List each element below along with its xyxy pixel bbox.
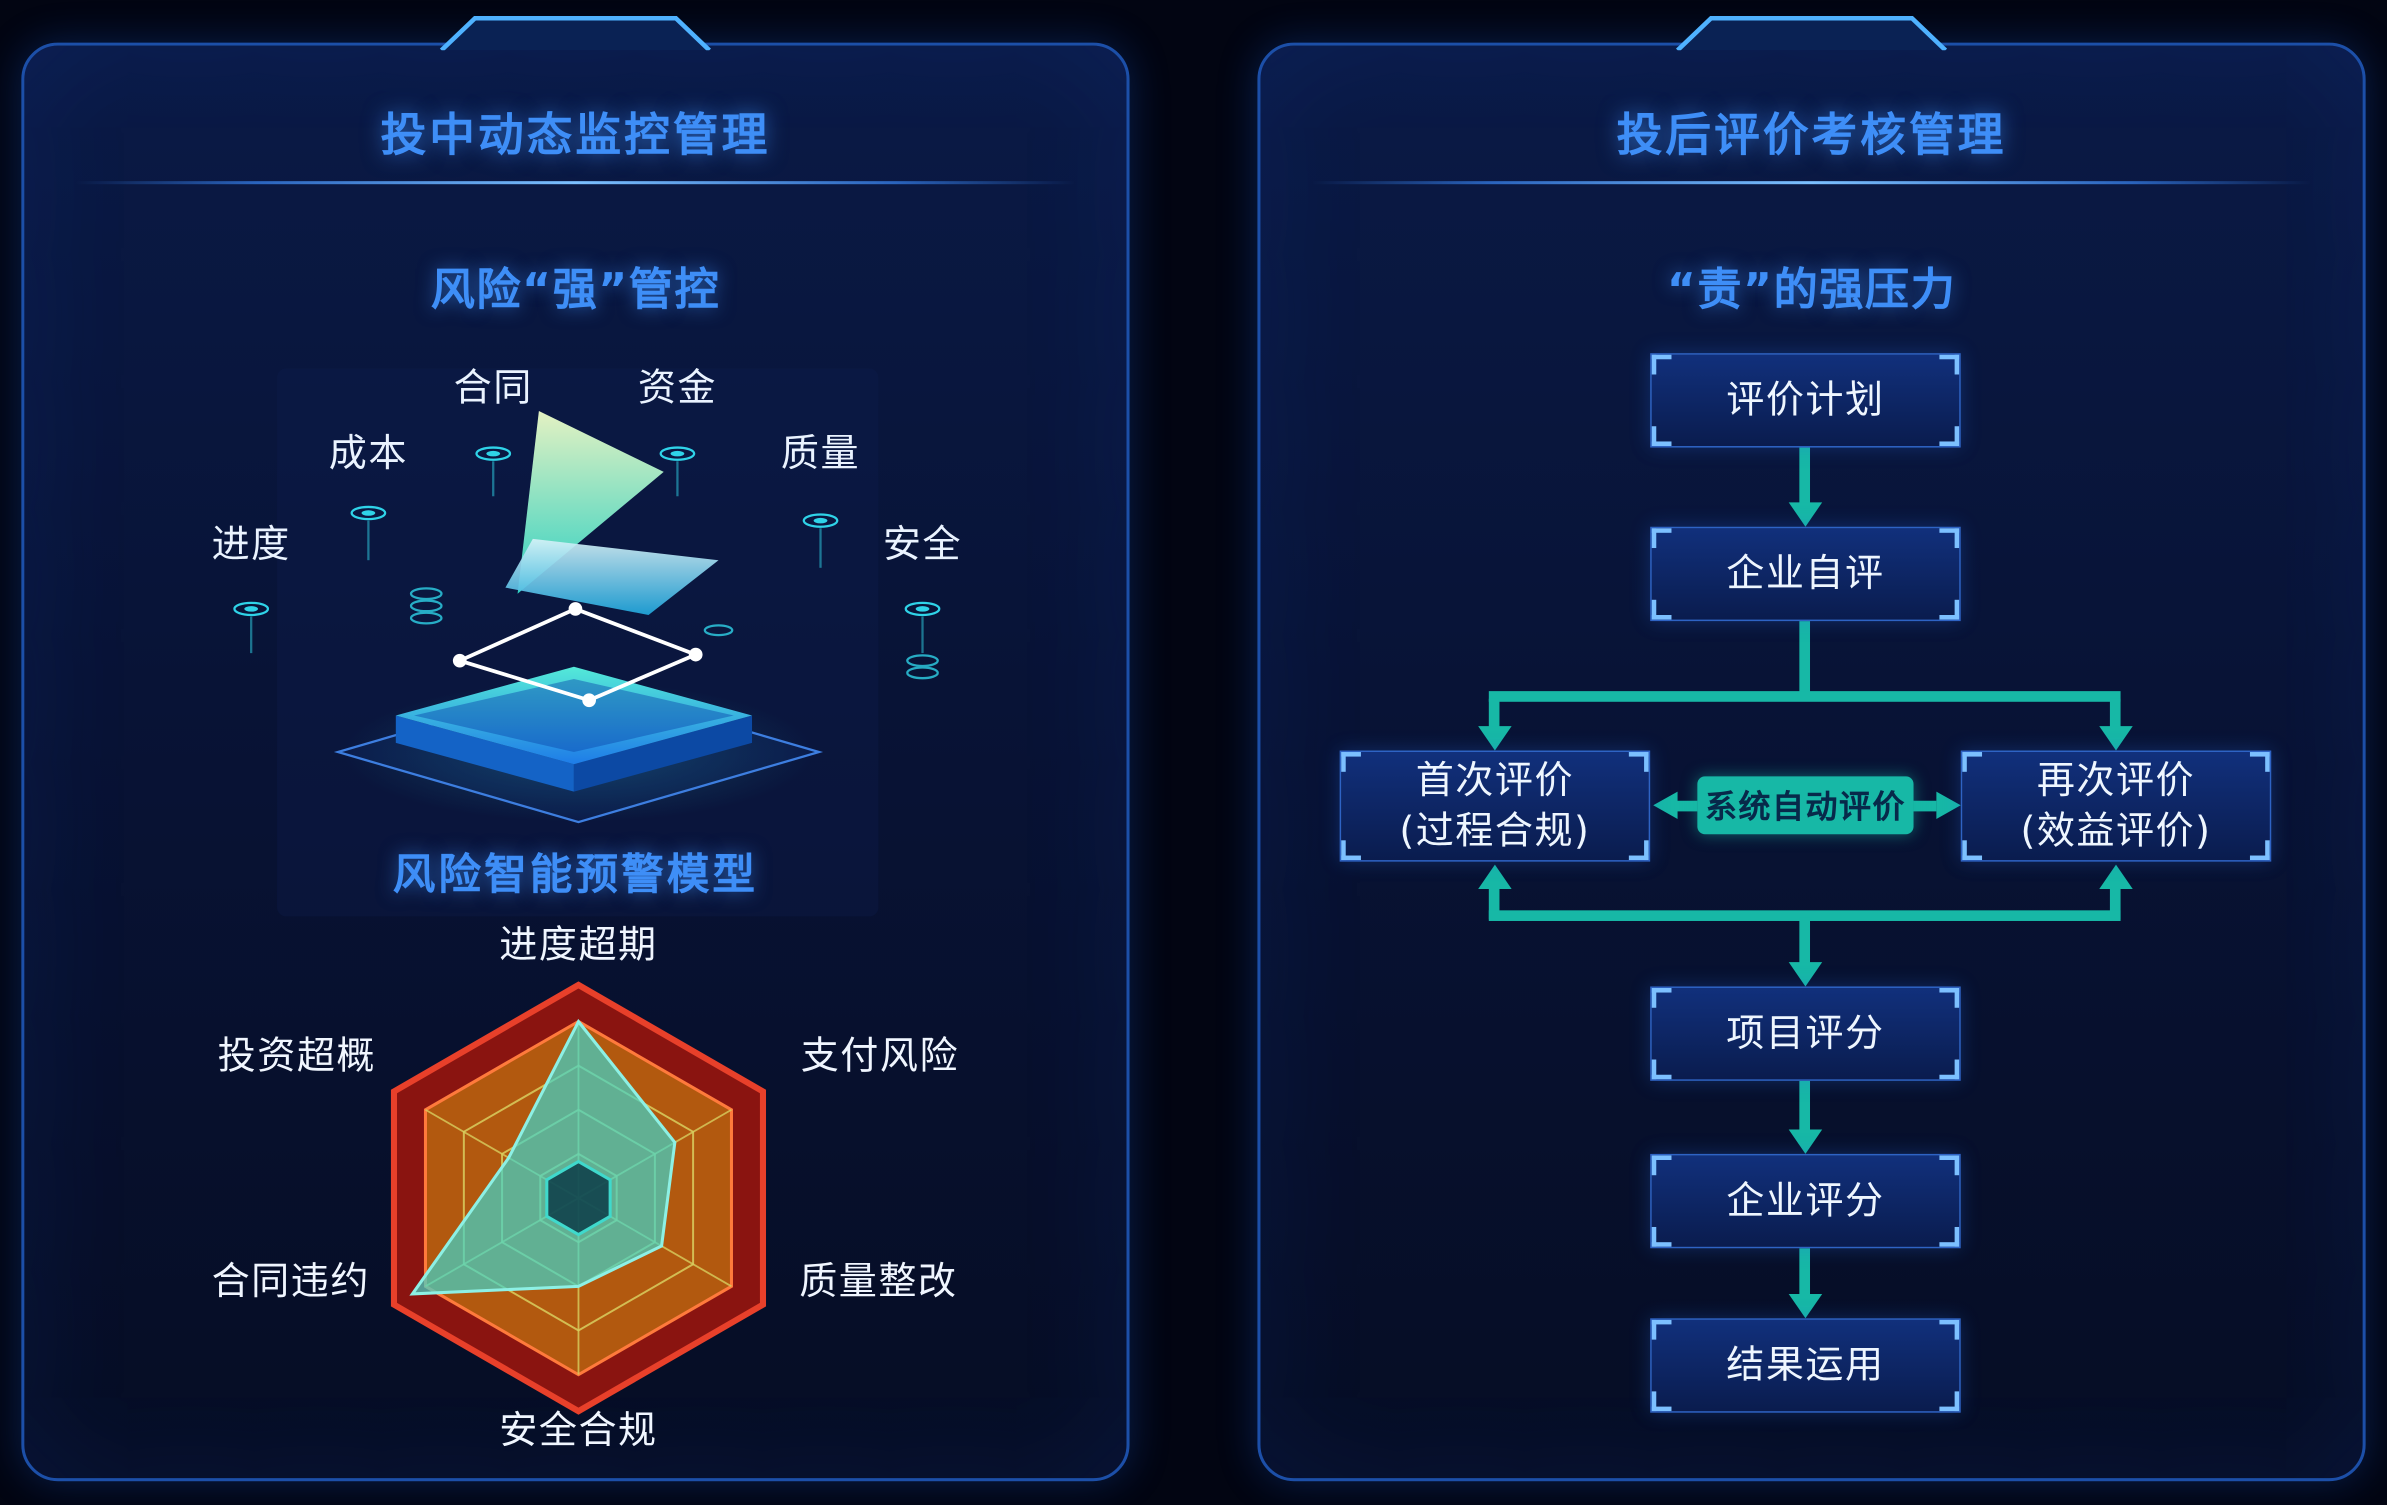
panel-post-investment-evaluation: 投后评价考核管理 “责”的强压力 评价计划 企业自评 首次评价 (过程合规) 再… (1257, 15, 2366, 1482)
panel-top-notch-icon (1665, 14, 1957, 52)
arrowhead-up-icon (2099, 864, 2133, 890)
risk-label-contract: 合同 (453, 365, 533, 410)
sail-lower-icon (505, 538, 719, 616)
arrowhead-down-icon (1788, 1293, 1823, 1319)
auto-evaluation-badge: 系统自动评价 (1697, 776, 1914, 835)
left-panel-title: 投中动态监控管理 (380, 109, 771, 163)
arrow-collect-right (2109, 885, 2121, 920)
signal-ring-cores (244, 450, 930, 612)
split-bar (1488, 691, 2121, 702)
risk-label-quality: 质量 (780, 430, 861, 475)
arrow-split-to-first (1488, 698, 1500, 730)
risk-control-subtitle: 风险“强”管控 (430, 263, 721, 316)
arrowhead-down-icon (1788, 502, 1823, 527)
platform-side-left (395, 715, 574, 792)
arrow-collect-left (1488, 885, 1500, 920)
arrowhead-down-icon (1788, 962, 1823, 987)
arrowhead-down-icon (1478, 726, 1512, 751)
left-title-divider (76, 181, 1075, 185)
panel-top-notch-icon (429, 14, 721, 52)
flow-box-enterprise-score: 企业评分 (1650, 1153, 1961, 1249)
platform-top (395, 666, 753, 765)
arrowhead-down-icon (2099, 726, 2133, 751)
radar-label-contract-breach: 合同违约 (211, 1258, 370, 1304)
node-graph-dots (452, 602, 703, 708)
flow-box-evaluation-plan: 评价计划 (1650, 353, 1961, 448)
radar-label-investment-overrun: 投资超概 (217, 1033, 377, 1078)
arrowhead-left-icon (1653, 791, 1678, 819)
platform-side-right (573, 715, 753, 792)
risk-label-safety: 安全 (882, 522, 963, 567)
risk-label-funds: 资金 (637, 365, 718, 410)
radar-label-safety-compliance: 安全合规 (499, 1408, 658, 1453)
right-panel-title: 投后评价考核管理 (1616, 109, 2007, 163)
risk-radar-chart (390, 981, 767, 1415)
flow-box-second-evaluation: 再次评价 (效益评价) (1960, 750, 2272, 862)
risk-label-cost: 成本 (328, 430, 408, 475)
arrow-plan-to-self (1799, 447, 1811, 506)
arrow-collect-to-project (1799, 917, 1811, 966)
radar-label-payment-risk: 支付风险 (800, 1033, 960, 1078)
arrow-self-to-split (1799, 621, 1811, 695)
arrow-auto-to-second (1913, 800, 1937, 812)
radar-chart-title: 风险智能预警模型 (392, 849, 759, 900)
arrow-auto-to-first (1674, 800, 1698, 812)
panel-mid-investment-monitoring: 投中动态监控管理 风险“强”管控 (21, 15, 1130, 1482)
arrow-project-to-enterprise (1799, 1080, 1811, 1133)
flow-box-result-application: 结果运用 (1650, 1318, 1961, 1413)
flow-box-first-evaluation: 首次评价 (过程合规) (1339, 750, 1651, 862)
arrowhead-down-icon (1788, 1129, 1823, 1154)
signal-ring-icons (233, 446, 941, 680)
risk-control-illustration (233, 368, 941, 917)
right-title-divider (1312, 181, 2311, 185)
risk-label-progress: 进度 (211, 522, 291, 567)
arrow-enterprise-to-result (1799, 1248, 1811, 1297)
radar-label-schedule-overdue: 进度超期 (499, 922, 658, 967)
arrowhead-right-icon (1936, 791, 1961, 819)
radar-label-quality-rectify: 质量整改 (799, 1258, 958, 1304)
arrow-split-to-second (2109, 698, 2121, 730)
responsibility-subtitle: “责”的强压力 (1666, 263, 1957, 316)
flow-box-self-evaluation: 企业自评 (1650, 526, 1961, 622)
arrowhead-up-icon (1478, 864, 1512, 890)
flow-box-project-score: 项目评分 (1650, 986, 1961, 1081)
collector-bar (1488, 910, 2121, 921)
